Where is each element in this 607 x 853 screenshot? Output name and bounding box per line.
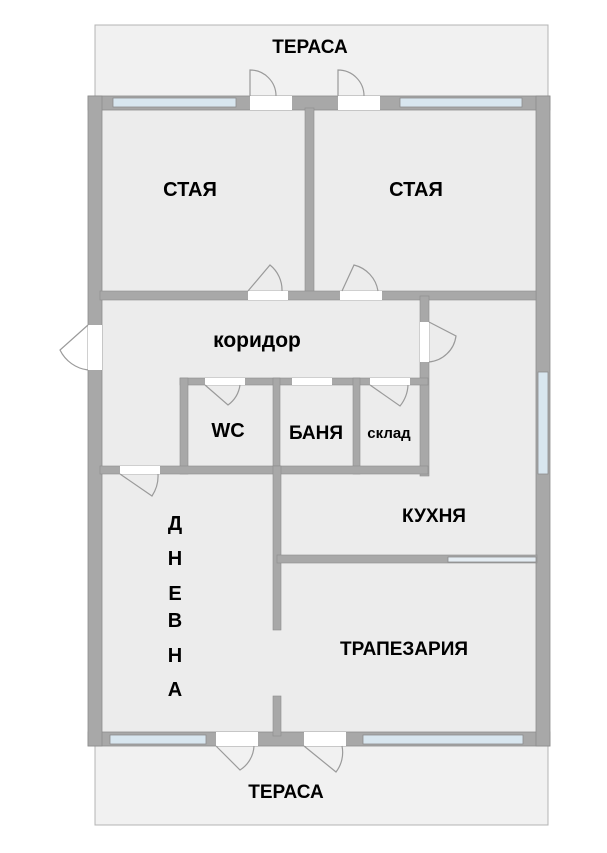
- label-terrace-top: ТЕРАСА: [272, 37, 348, 58]
- label-living-letter: Е: [168, 583, 181, 605]
- label-storage: склад: [367, 425, 411, 442]
- label-living-letter: Н: [168, 645, 182, 667]
- interior-floor: [88, 96, 550, 746]
- label-living-letter: Д: [168, 513, 182, 535]
- label-bathroom: БАНЯ: [289, 423, 343, 444]
- label-living-letter: В: [168, 610, 182, 632]
- label-room-left: СТАЯ: [163, 179, 217, 201]
- door-openings: [88, 96, 429, 746]
- label-dining: ТРАПЕЗАРИЯ: [340, 639, 468, 660]
- label-corridor: коридор: [213, 329, 301, 352]
- label-room-right: СТАЯ: [389, 179, 443, 201]
- label-wc: WC: [211, 420, 244, 442]
- label-living-letter: Н: [168, 548, 182, 570]
- label-kitchen: КУХНЯ: [402, 506, 466, 527]
- terrace-top-area: [94, 24, 549, 106]
- label-living-letter: А: [168, 679, 182, 701]
- label-terrace-bottom: ТЕРАСА: [248, 782, 324, 803]
- label-living: Д Н Е В Н А: [168, 513, 182, 701]
- door-swings: [59, 69, 457, 773]
- windows: [109, 97, 549, 745]
- terrace-bottom-area: [94, 739, 549, 826]
